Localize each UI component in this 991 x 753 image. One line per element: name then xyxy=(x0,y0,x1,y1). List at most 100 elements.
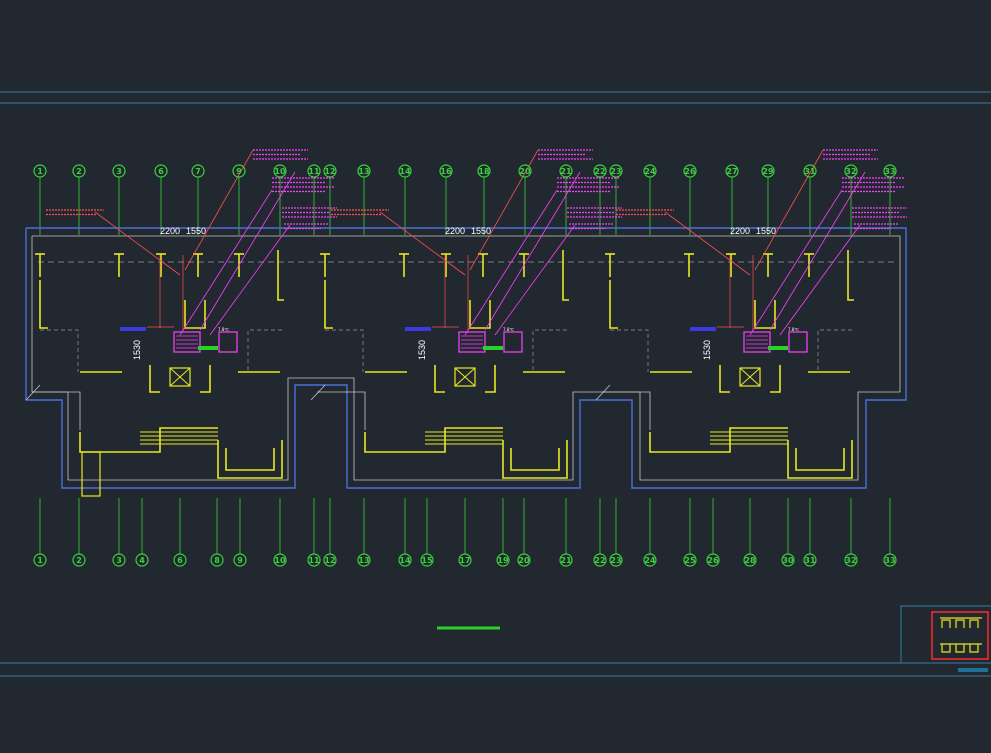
axis-label: 27 xyxy=(726,167,737,176)
top-axis-10: 10 xyxy=(273,164,287,178)
bottom-axis-10: 10 xyxy=(273,553,287,567)
wall-pocket xyxy=(469,300,491,329)
bottom-axis-33: 33 xyxy=(883,553,897,567)
axis-label: 21 xyxy=(560,167,572,176)
leader-line xyxy=(199,171,296,331)
axis-label: 23 xyxy=(610,167,621,176)
top-axis-33: 33 xyxy=(883,164,897,178)
axis-bubble-circle xyxy=(706,553,720,567)
unit-walls xyxy=(605,250,854,479)
legend-thumbnail[interactable] xyxy=(931,611,989,660)
bottom-axis-12: 12 xyxy=(323,553,337,567)
axis-bubble-circle xyxy=(273,553,287,567)
bottom-axis-28: 28 xyxy=(743,553,757,567)
axis-bubble-circle xyxy=(725,164,739,178)
axis-label: 12 xyxy=(324,167,335,176)
bottom-axis-22: 22 xyxy=(593,553,607,567)
partition xyxy=(602,391,651,430)
unit-annotations xyxy=(46,149,337,336)
axis-bubble-circle xyxy=(357,164,371,178)
axis-bubble-circle xyxy=(233,553,247,567)
wall-stub xyxy=(847,250,854,301)
axis-label: 24 xyxy=(644,167,656,176)
axis-bubble-circle xyxy=(33,164,47,178)
bottom-axis-6: 6 xyxy=(173,553,187,567)
leader-line xyxy=(779,224,861,336)
diag-edge xyxy=(595,384,611,401)
axis-label: 13 xyxy=(358,556,369,565)
top-axis-1: 1 xyxy=(33,164,47,178)
blue-tag xyxy=(405,327,431,331)
top-axis-22: 22 xyxy=(593,164,607,178)
dimension-text: 2200 xyxy=(730,226,750,236)
axis-bubble-circle xyxy=(517,553,531,567)
top-axis-12: 12 xyxy=(323,164,337,178)
axis-bubble-circle xyxy=(398,164,412,178)
dashed-partition xyxy=(532,329,567,372)
leader-line xyxy=(179,189,273,336)
bottom-axis-25: 25 xyxy=(683,553,697,567)
dashed-partition xyxy=(247,329,282,372)
top-axis-32: 32 xyxy=(844,164,858,178)
leader-line xyxy=(464,189,558,336)
elevator-x xyxy=(739,367,761,387)
axis-label: 23 xyxy=(610,556,621,565)
wall-corner xyxy=(324,280,333,329)
axis-label: 22 xyxy=(594,167,605,176)
inner-wall-outline xyxy=(31,235,901,481)
wall-pocket xyxy=(184,300,206,329)
top-axis-23: 23 xyxy=(609,164,623,178)
blue-tag xyxy=(120,327,146,331)
axis-bubble-circle xyxy=(803,553,817,567)
axis-label: 2 xyxy=(76,556,82,565)
top-axis-16: 16 xyxy=(439,164,453,178)
unit-annotations xyxy=(616,149,907,336)
balcony-inner xyxy=(795,448,845,471)
equipment-label-bar xyxy=(483,346,503,350)
axis-label: 29 xyxy=(762,167,774,176)
wall-stub xyxy=(277,250,284,301)
dimension-text: 2200 xyxy=(160,226,180,236)
bottom-axis-30: 30 xyxy=(781,553,795,567)
axis-label: 8 xyxy=(214,556,220,565)
axis-label: 9 xyxy=(237,556,243,565)
leader-line xyxy=(379,211,466,276)
dimension-text: 2200 xyxy=(445,226,465,236)
top-axis-6: 6 xyxy=(154,164,168,178)
balcony-inner xyxy=(225,448,275,471)
axis-bubble-circle xyxy=(307,164,321,178)
structural-walls xyxy=(35,250,854,497)
axis-label: 19 xyxy=(497,556,509,565)
dimension-text: 1530 xyxy=(132,340,142,360)
equipment-box xyxy=(788,331,808,353)
axis-bubble-circle xyxy=(72,553,86,567)
axis-label: 1 xyxy=(37,556,43,565)
bottom-axis-15: 15 xyxy=(420,553,434,567)
axis-bubble-circle xyxy=(420,553,434,567)
axis-label: 32 xyxy=(845,556,856,565)
dimension-text: 1530 xyxy=(417,340,427,360)
balcony xyxy=(787,440,853,479)
axis-label: 30 xyxy=(782,556,794,565)
axis-bubble-circle xyxy=(593,553,607,567)
axis-label: 24 xyxy=(644,556,656,565)
axis-bubble-circle xyxy=(33,553,47,567)
stair-outline xyxy=(79,427,218,453)
axis-bubble-circle xyxy=(191,164,205,178)
axis-bubble-circle xyxy=(398,553,412,567)
leader-line xyxy=(754,149,824,271)
top-axis-14: 14 xyxy=(398,164,412,178)
axis-label: 22 xyxy=(594,556,605,565)
axis-label: 31 xyxy=(804,556,816,565)
dashed-partition xyxy=(325,329,364,372)
top-axis-20: 20 xyxy=(518,164,532,178)
axis-label: 33 xyxy=(884,167,895,176)
axis-label: 28 xyxy=(744,556,756,565)
axis-bubble-circle xyxy=(683,553,697,567)
axis-bubble-circle xyxy=(112,553,126,567)
axis-bubble-circle xyxy=(323,553,337,567)
elevator-x xyxy=(454,367,476,387)
equipment-box xyxy=(743,331,771,353)
axis-label: 11 xyxy=(308,167,320,176)
